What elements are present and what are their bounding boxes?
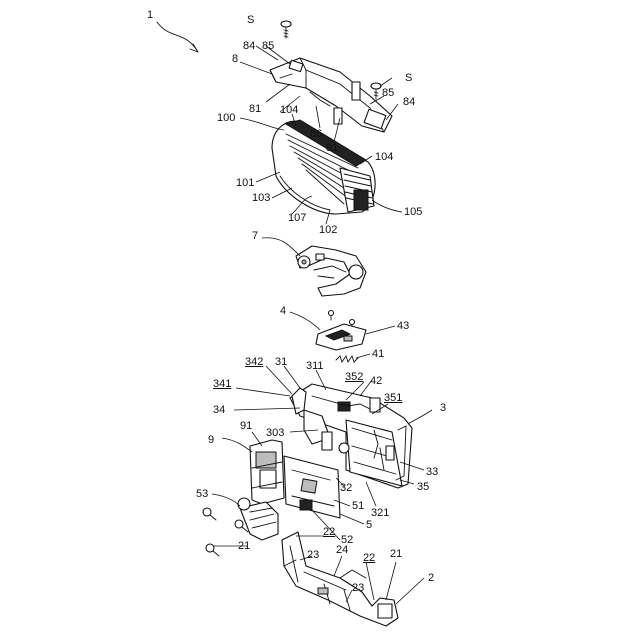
label-53: 53 xyxy=(196,488,208,500)
label-100: 100 xyxy=(217,112,235,124)
label-31: 31 xyxy=(275,356,287,368)
label-342: 342 xyxy=(245,356,263,368)
label-33: 33 xyxy=(426,466,438,478)
label-311: 311 xyxy=(306,360,324,372)
label-5: 5 xyxy=(366,519,372,531)
label-85-right: 85 xyxy=(382,87,394,99)
label-42: 42 xyxy=(370,375,382,387)
spring-41 xyxy=(336,356,358,362)
cutter-head-100 xyxy=(272,120,375,214)
screw-21a xyxy=(203,508,216,520)
plate-9 xyxy=(250,440,284,504)
label-85-left: 85 xyxy=(262,40,274,52)
switch-board-4 xyxy=(316,324,366,350)
label-S-right: S xyxy=(405,72,412,84)
label-3: 3 xyxy=(440,402,446,414)
label-86: 86 xyxy=(310,128,322,140)
label-81-right: 81 xyxy=(326,142,338,154)
label-43: 43 xyxy=(397,320,409,332)
label-351: 351 xyxy=(384,392,402,404)
label-21-left: 21 xyxy=(238,540,250,552)
label-105: 105 xyxy=(404,206,422,218)
label-321: 321 xyxy=(371,507,389,519)
screw-right xyxy=(371,83,381,99)
label-103: 103 xyxy=(252,192,270,204)
label-4: 4 xyxy=(280,305,286,317)
label-2: 2 xyxy=(428,572,434,584)
label-22-upper: 22 xyxy=(323,526,335,538)
motor-53 xyxy=(238,498,278,540)
label-341: 341 xyxy=(213,378,231,390)
label-107: 107 xyxy=(288,212,306,224)
label-21-right: 21 xyxy=(390,548,402,560)
label-51: 51 xyxy=(352,500,364,512)
label-9: 9 xyxy=(208,434,214,446)
board-5 xyxy=(284,456,340,518)
label-102: 102 xyxy=(319,224,337,236)
label-104-right: 104 xyxy=(375,151,393,163)
label-303: 303 xyxy=(266,427,284,439)
label-352: 352 xyxy=(345,371,363,383)
label-32: 32 xyxy=(340,482,352,494)
label-24: 24 xyxy=(336,544,348,556)
label-91: 91 xyxy=(240,420,252,432)
label-23-lower: 23 xyxy=(352,582,364,594)
label-34: 34 xyxy=(213,404,225,416)
label-8: 8 xyxy=(232,53,238,65)
label-84-left: 84 xyxy=(243,40,255,52)
small-screw-4a xyxy=(329,311,334,321)
gear-frame-7 xyxy=(296,246,366,296)
label-41: 41 xyxy=(372,348,384,360)
label-1: 1 xyxy=(147,9,153,21)
label-84-right: 84 xyxy=(403,96,415,108)
label-104-top: 104 xyxy=(280,104,298,116)
label-7: 7 xyxy=(252,230,258,242)
label-81-left: 81 xyxy=(249,103,261,115)
label-S-top: S xyxy=(247,14,254,26)
label-35: 35 xyxy=(417,481,429,493)
label-23-upper: 23 xyxy=(307,549,319,561)
label-22-lower: 22 xyxy=(363,552,375,564)
assembly-arrow xyxy=(157,22,198,52)
screw-top xyxy=(281,21,291,38)
label-101: 101 xyxy=(236,177,254,189)
